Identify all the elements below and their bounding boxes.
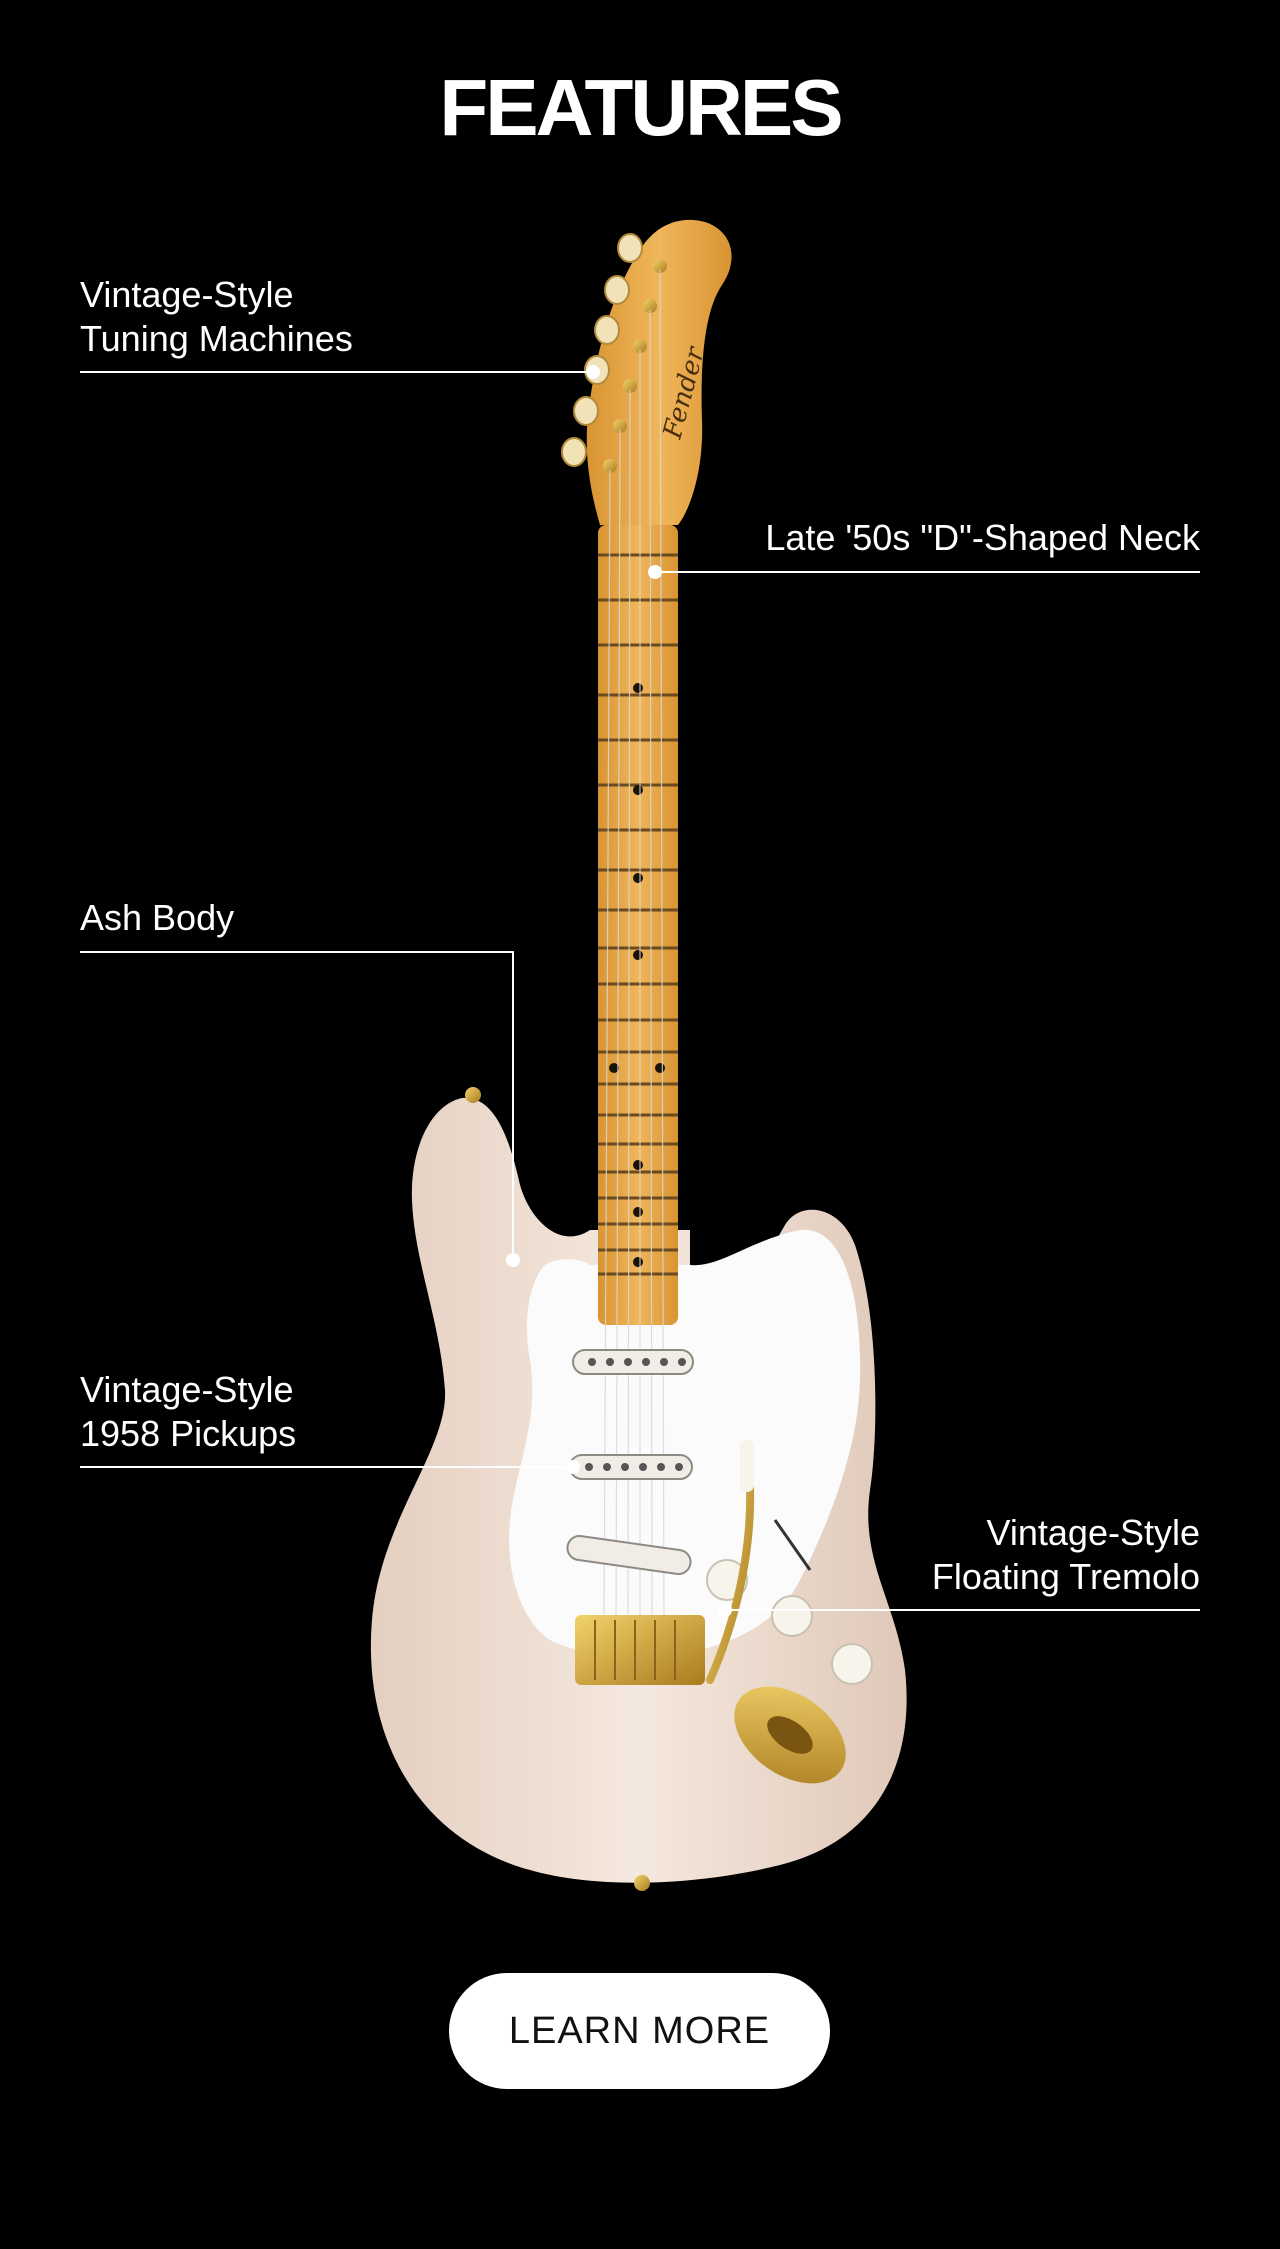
callout-body: Ash Body: [80, 897, 235, 938]
callout-pickups: Vintage-Style 1958 Pickups: [80, 1369, 297, 1454]
bridge: [575, 1615, 705, 1685]
callout-neck: Late '50s "D"-Shaped Neck: [765, 517, 1200, 558]
page-title: FEATURES: [439, 63, 843, 152]
callout-tuning-machines: Vintage-Style Tuning Machines: [80, 274, 353, 359]
learn-more-button[interactable]: LEARN MORE: [449, 1973, 830, 2089]
callout-tremolo: Vintage-Style Floating Tremolo: [931, 1512, 1200, 1597]
tuning-pegs: [561, 233, 643, 467]
